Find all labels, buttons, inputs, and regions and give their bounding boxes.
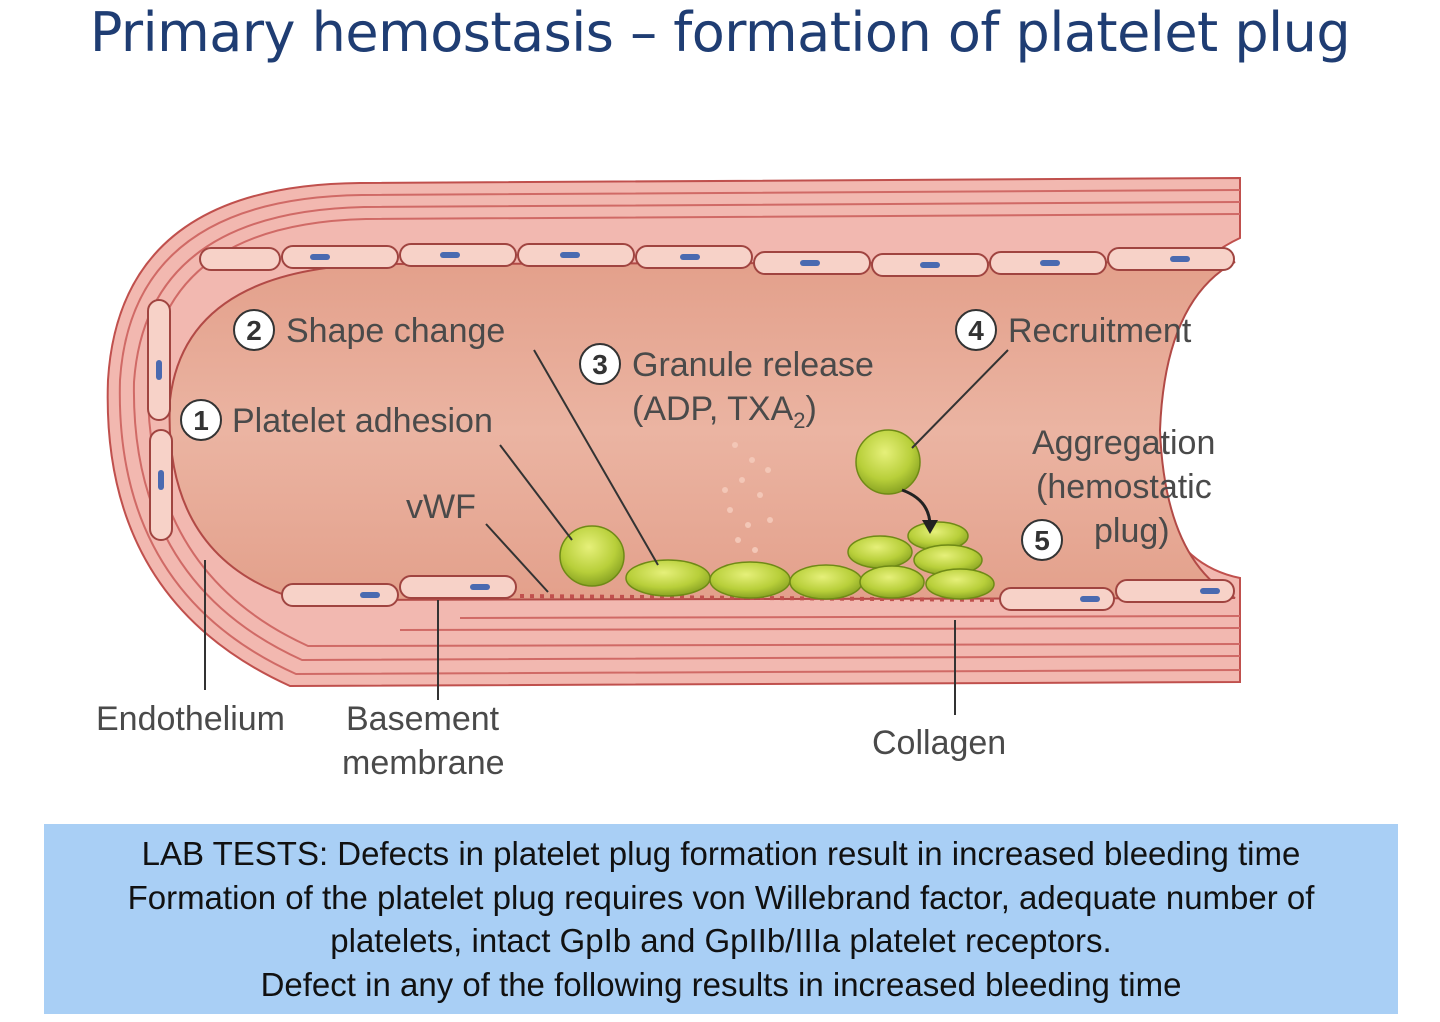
lab-tests-line-2: Formation of the platelet plug requires …: [127, 878, 1315, 916]
basement-membrane-label: Basement: [346, 700, 500, 738]
platelet-stack-2: [859, 565, 925, 599]
platelet-shape-change: [625, 559, 711, 597]
recruitment-arrowhead: [922, 520, 938, 534]
platelet-stack-5: [925, 568, 995, 600]
step-1-number: 1: [193, 405, 209, 436]
granule-particles: [722, 442, 773, 553]
step-1-label: Platelet adhesion: [232, 402, 493, 440]
step-3-sublabel: (ADP, TXA2): [632, 390, 817, 433]
platelets: [559, 429, 995, 600]
platelet-flat-1: [789, 564, 863, 600]
step-markers: [180, 309, 1063, 561]
lab-tests-box: LAB TESTS: Defects in platelet plug form…: [44, 824, 1398, 1014]
lab-tests-line-3: platelets, intact GpIb and GpIIb/IIIa pl…: [330, 922, 1112, 959]
page-title: Primary hemostasis – formation of platel…: [89, 1, 1351, 64]
step-5-sublabel: (hemostatic: [1036, 468, 1212, 506]
step-4-number: 4: [968, 315, 984, 346]
collagen-label: Collagen: [872, 724, 1006, 762]
step-5-sublabel-2: plug): [1094, 512, 1170, 550]
leader-lines: [204, 349, 1009, 715]
step-3-number: 3: [592, 349, 608, 380]
step-2-label: Shape change: [286, 312, 505, 350]
endothelial-nuclei: [156, 252, 1220, 602]
vwf-label: vWF: [406, 488, 476, 526]
step-2-number: 2: [246, 315, 262, 346]
endothelium-label: Endothelium: [96, 700, 285, 738]
step-4-label: Recruitment: [1008, 312, 1192, 350]
step-3-label: Granule release: [632, 346, 874, 384]
lab-tests-line-4: Defect in any of the following results i…: [260, 965, 1182, 1003]
platelet-stack-1: [847, 535, 913, 569]
hemostasis-diagram: 1 2 3 4 5 Platelet adhesion Shape change…: [96, 176, 1241, 782]
platelet-granule-release: [709, 561, 791, 599]
endothelial-cells: [147, 243, 1235, 611]
platelet-adhering: [559, 525, 625, 587]
lab-tests-line-1: LAB TESTS: Defects in platelet plug form…: [141, 835, 1301, 872]
step-5-number: 5: [1034, 525, 1050, 556]
basement-membrane-label-2: membrane: [342, 744, 505, 782]
step-5-label: Aggregation: [1032, 424, 1215, 462]
platelet-recruited: [855, 429, 921, 495]
